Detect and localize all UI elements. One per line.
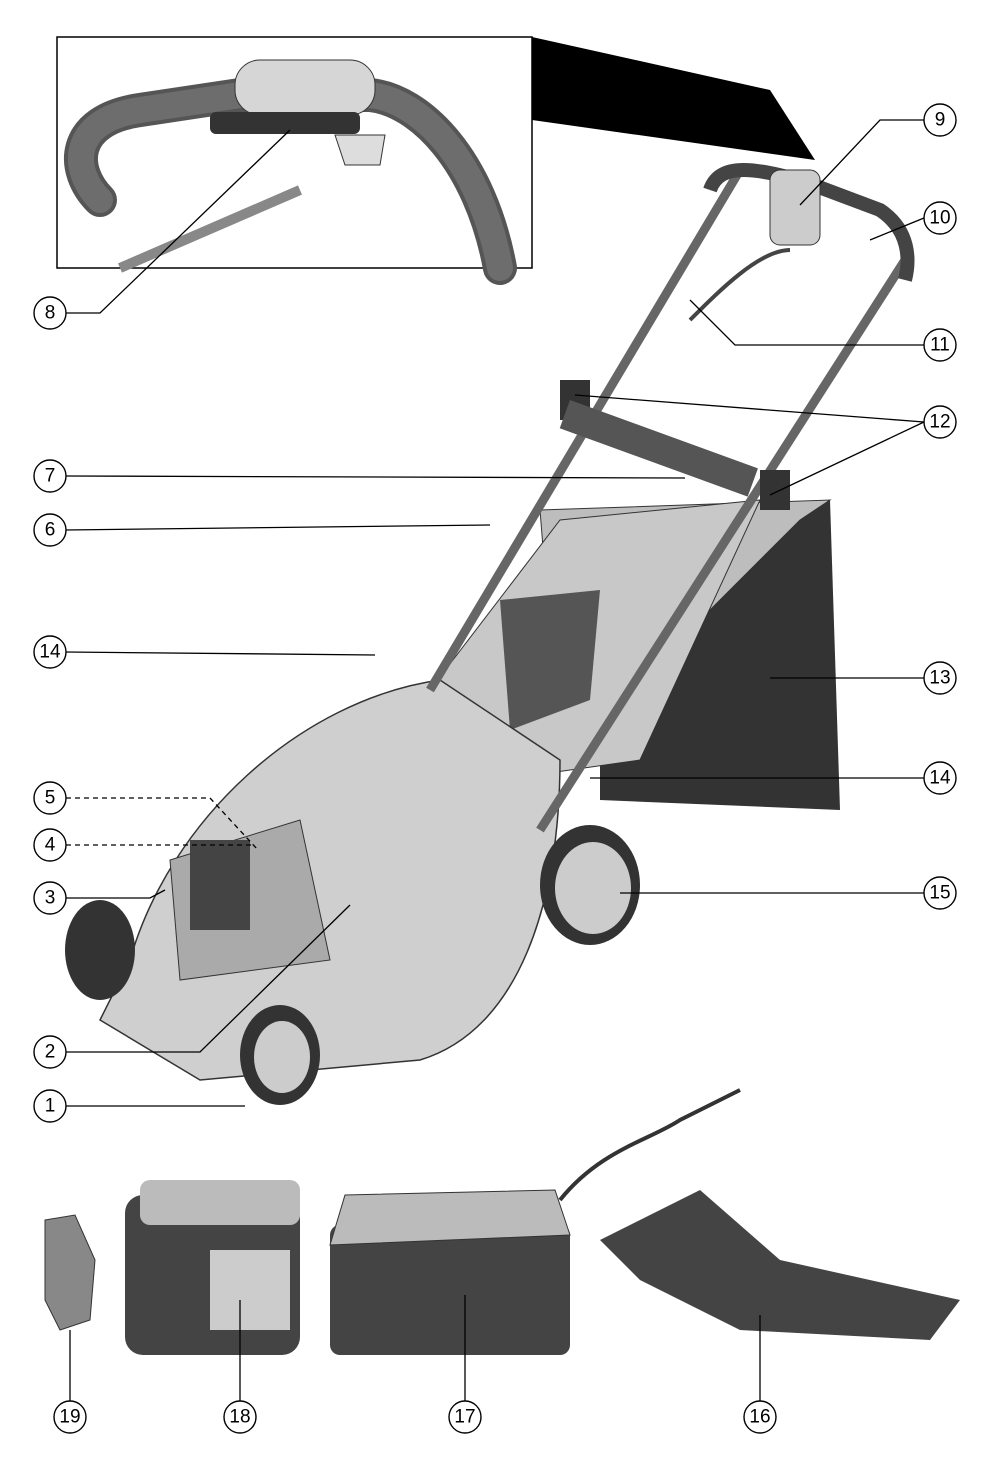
svg-text:15: 15	[929, 883, 950, 904]
callout-17: 17	[448, 1400, 482, 1434]
svg-text:18: 18	[229, 1407, 250, 1428]
callout-19: 19	[53, 1400, 87, 1434]
svg-text:5: 5	[45, 788, 56, 809]
callout-18: 18	[223, 1400, 257, 1434]
svg-text:14: 14	[39, 642, 61, 663]
svg-text:8: 8	[45, 303, 56, 324]
svg-text:19: 19	[59, 1407, 80, 1428]
callout-4: 4	[33, 828, 67, 862]
lawn-mower-illustration	[65, 163, 915, 1105]
svg-text:12: 12	[929, 412, 950, 433]
accessories-illustration	[44, 1088, 960, 1355]
callout-15: 15	[923, 876, 957, 910]
svg-text:4: 4	[45, 835, 56, 856]
callout-10: 10	[923, 201, 957, 235]
svg-text:3: 3	[45, 888, 56, 909]
svg-text:13: 13	[929, 668, 950, 689]
callout-11: 11	[923, 328, 957, 362]
callout-2: 2	[33, 1035, 67, 1069]
svg-text:16: 16	[749, 1407, 770, 1428]
svg-text:9: 9	[935, 110, 946, 131]
callout-1: 1	[33, 1089, 67, 1123]
callout-6: 6	[33, 513, 67, 547]
svg-text:10: 10	[929, 208, 950, 229]
svg-text:6: 6	[45, 520, 56, 541]
callout-5: 5	[33, 781, 67, 815]
svg-text:14: 14	[929, 768, 951, 789]
callout-16: 16	[743, 1400, 777, 1434]
handle-detail-inset	[56, 36, 533, 285]
inset-pointer-wedge	[532, 37, 815, 160]
callout-7: 7	[33, 459, 67, 493]
callout-14-left: 14	[33, 635, 67, 669]
leader-lines	[65, 119, 925, 1401]
svg-text:11: 11	[930, 335, 950, 356]
callout-13: 13	[923, 661, 957, 695]
svg-text:7: 7	[45, 466, 56, 487]
svg-text:17: 17	[454, 1407, 475, 1428]
svg-text:1: 1	[45, 1096, 56, 1117]
callout-14-right: 14	[923, 761, 957, 795]
callout-3: 3	[33, 881, 67, 915]
callout-8: 8	[33, 296, 67, 330]
svg-text:2: 2	[45, 1042, 56, 1063]
callout-9: 9	[923, 103, 957, 137]
callout-12: 12	[923, 405, 957, 439]
